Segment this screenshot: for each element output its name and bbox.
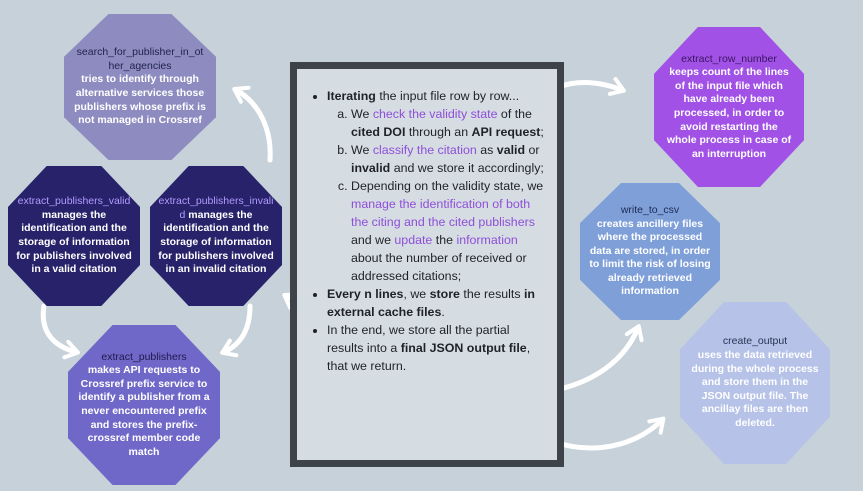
node-create-output: create_output uses the data retrieved du…: [680, 302, 830, 464]
step-text: the input file row by row...: [375, 89, 520, 103]
arrow-invalid-to-publishers: [220, 303, 253, 358]
keyword: invalid: [351, 161, 391, 175]
node-description: uses the data retrieved during the whole…: [691, 349, 819, 429]
node-extract-publishers-invalid: extract_publishers_invalid manages the i…: [150, 166, 282, 306]
node-title: search_for_publisher_in_other_agencies: [76, 46, 204, 72]
text: of the: [497, 107, 532, 121]
node-text: extract_publishers_invalid manages the i…: [156, 195, 276, 277]
highlight: manage the identification of both the ci…: [351, 197, 535, 229]
text: .: [441, 305, 445, 319]
highlight: information: [456, 233, 518, 247]
arrow-invalid-to-search: [232, 85, 273, 163]
arrow-to-csv: [553, 324, 644, 393]
substep-check-validity: We check the validity state of the cited…: [351, 105, 547, 141]
node-extract-publishers-valid: extract_publishers_valid manages the ide…: [8, 166, 140, 306]
text: through an: [405, 125, 472, 139]
keyword: file: [508, 341, 527, 355]
node-description: creates ancillery files where the proces…: [589, 217, 711, 298]
text: as: [476, 143, 497, 157]
node-description: makes API requests to Crossref prefix se…: [78, 364, 210, 458]
text: and we store it accordingly;: [390, 161, 544, 175]
node-title: extract_publishers: [101, 350, 187, 363]
highlight: update: [394, 233, 433, 247]
node-title: extract_publishers_invalid: [158, 195, 274, 221]
text: the: [432, 233, 457, 247]
process-description-box: Iterating the input file row by row... W…: [290, 62, 564, 467]
node-description: keeps count of the lines of the input fi…: [666, 66, 792, 160]
keyword: Every n lines: [327, 287, 404, 301]
keyword: final JSON output: [400, 341, 506, 355]
substep-manage-identification: Depending on the validity state, we mana…: [351, 177, 547, 285]
text: or: [525, 143, 540, 157]
arrow-valid-to-publishers: [40, 303, 80, 360]
text: and we: [351, 233, 395, 247]
text: We: [351, 143, 373, 157]
text: , we: [403, 287, 430, 301]
text: , that we return.: [327, 341, 531, 373]
keyword: in external cache files: [327, 287, 535, 319]
keyword: valid: [496, 143, 526, 157]
process-steps-list: Iterating the input file row by row... W…: [313, 87, 547, 375]
node-extract-publishers: extract_publishers makes API requests to…: [68, 325, 220, 485]
keyword: store: [429, 287, 460, 301]
node-extract-row-number: extract_row_number keeps count of the li…: [654, 27, 804, 187]
node-search-publisher-other-agencies: search_for_publisher_in_other_agencies t…: [64, 14, 216, 160]
node-title: extract_publishers_valid: [17, 195, 131, 208]
node-title: extract_row_number: [681, 52, 777, 65]
substep-classify: We classify the citation as valid or inv…: [351, 141, 547, 177]
highlight: classify the citation: [372, 143, 477, 157]
step-store-cache: Every n lines, we store the results in e…: [327, 285, 547, 321]
node-description: manages the identification and the stora…: [16, 208, 132, 276]
keyword: cited DOI: [351, 125, 406, 139]
highlight: check the validity state: [372, 107, 498, 121]
keyword-iterating: Iterating: [327, 89, 376, 103]
text: ;: [540, 125, 544, 139]
text: In the end, we store all the partial res…: [327, 323, 510, 355]
substeps-list: We check the validity state of the cited…: [327, 105, 547, 285]
node-title: create_output: [722, 335, 788, 348]
text: about the number of received or addresse…: [351, 251, 527, 283]
text: We: [351, 107, 373, 121]
node-text: extract_publishers_valid manages the ide…: [14, 195, 134, 277]
text: the results: [459, 287, 524, 301]
node-title: write_to_csv: [620, 203, 680, 216]
text: Depending on the validity state, we: [351, 179, 544, 193]
keyword: API request: [471, 125, 541, 139]
node-description: tries to identify through alternative se…: [74, 73, 206, 127]
node-write-to-csv: write_to_csv creates ancillery files whe…: [580, 183, 720, 320]
step-final-output: In the end, we store all the partial res…: [327, 321, 547, 375]
node-description: manages the identification and the stora…: [158, 208, 274, 276]
step-iterating: Iterating the input file row by row... W…: [327, 87, 547, 285]
